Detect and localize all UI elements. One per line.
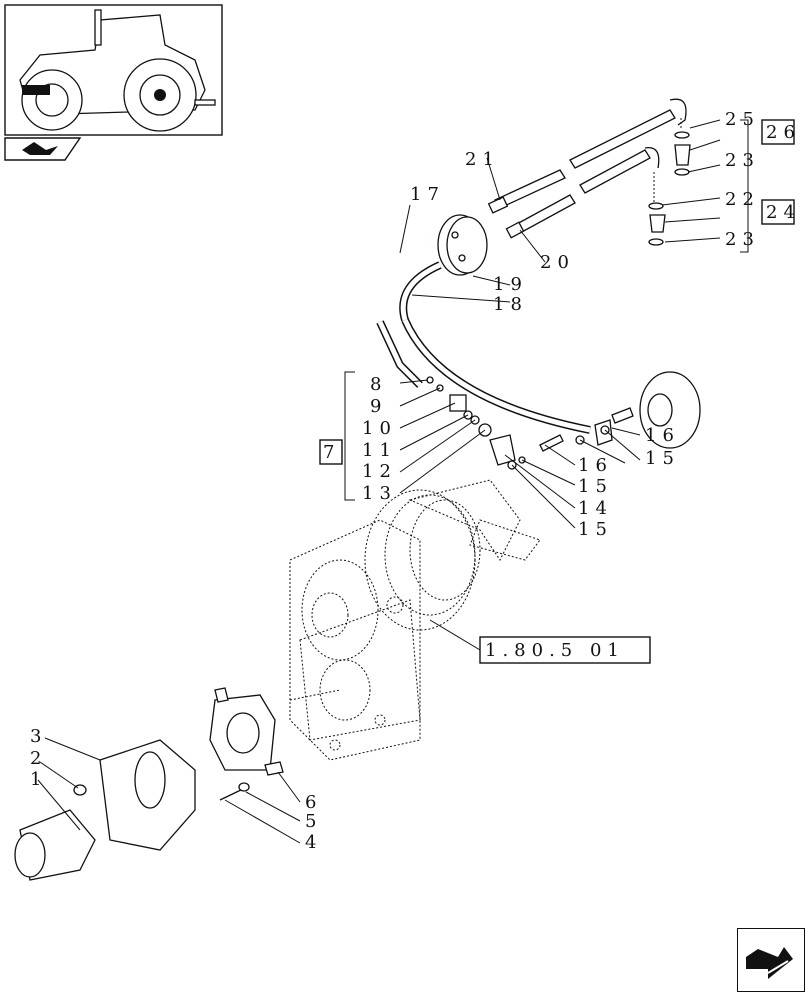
callout-23: 23 <box>725 150 760 171</box>
callout-18: 18 <box>493 294 528 315</box>
callout-21: 21 <box>465 149 500 170</box>
leader-lines <box>37 119 749 844</box>
tractor-thumbnail-icon <box>4 4 223 136</box>
callout-3: 3 <box>30 726 47 747</box>
reference-label: 1.80.5 01 <box>485 640 625 661</box>
next-page-button[interactable] <box>737 928 805 992</box>
reference-box <box>479 636 651 664</box>
callout-5: 5 <box>305 811 322 832</box>
callout-14: 14 <box>578 498 613 519</box>
group-label-26: 26 <box>766 122 801 143</box>
bracket-plate <box>209 687 284 801</box>
hose-assembly <box>370 98 691 434</box>
callout-2: 2 <box>30 748 47 769</box>
group-box-7 <box>319 439 343 465</box>
callout-17: 17 <box>410 184 445 205</box>
group-label-24: 24 <box>766 202 801 223</box>
next-page-arrow-icon <box>746 947 793 979</box>
callout-8: 8 <box>370 374 387 395</box>
fittings-group <box>426 371 701 470</box>
callout-15: 15 <box>578 476 613 497</box>
callout-23: 23 <box>725 229 760 250</box>
callout-15: 15 <box>645 448 680 469</box>
group-box-24 <box>761 199 795 225</box>
callout-20: 20 <box>540 252 575 273</box>
callout-9: 9 <box>370 396 387 417</box>
protective-cone <box>14 739 196 881</box>
group-box-26 <box>761 119 795 145</box>
callout-19: 19 <box>493 274 528 295</box>
callout-16: 16 <box>645 425 680 446</box>
callout-16: 16 <box>578 455 613 476</box>
callout-1: 1 <box>30 769 47 790</box>
callout-11: 11 <box>362 440 397 461</box>
callout-4: 4 <box>305 832 322 853</box>
callout-6: 6 <box>305 792 322 813</box>
group-label-7: 7 <box>323 442 340 463</box>
callout-22: 22 <box>725 189 760 210</box>
callout-15: 15 <box>578 519 613 540</box>
callout-13: 13 <box>362 483 397 504</box>
callout-12: 12 <box>362 461 397 482</box>
section-arrow-icon <box>4 137 82 161</box>
callout-25: 25 <box>725 109 760 130</box>
callout-10: 10 <box>362 418 397 439</box>
gearbox-housing <box>289 479 541 761</box>
